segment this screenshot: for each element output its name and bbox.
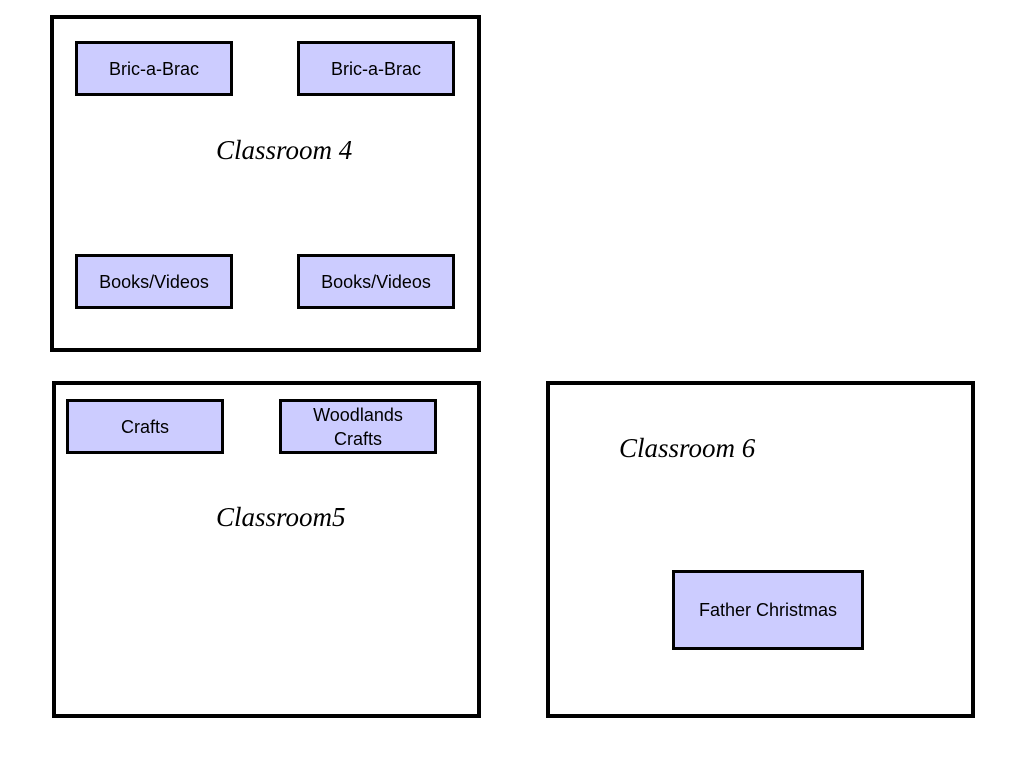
classroom-4-label: Classroom 4	[216, 135, 353, 165]
stall-bric-a-brac-2: Bric-a-Brac	[297, 41, 455, 96]
stall-woodlands-crafts: Woodlands Crafts	[279, 399, 437, 454]
stall-books-videos-1: Books/Videos	[75, 254, 233, 309]
classroom-6-label: Classroom 6	[619, 433, 756, 463]
classroom-6-box	[546, 381, 975, 718]
stall-books-videos-2: Books/Videos	[297, 254, 455, 309]
stall-crafts: Crafts	[66, 399, 224, 454]
stall-father-christmas: Father Christmas	[672, 570, 864, 650]
stall-bric-a-brac-1: Bric-a-Brac	[75, 41, 233, 96]
classroom-5-label: Classroom5	[216, 502, 346, 532]
